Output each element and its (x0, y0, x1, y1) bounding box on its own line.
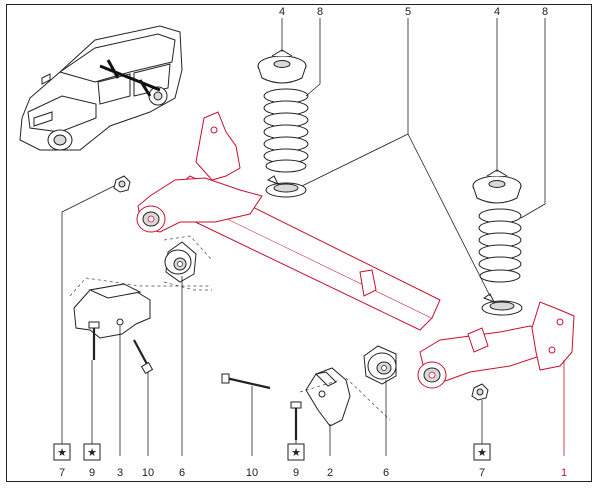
bolt-9-left (88, 321, 100, 360)
callout-6-right: 6 (383, 467, 389, 479)
leader-lines (61, 18, 565, 456)
callout-1: 1 (561, 467, 567, 479)
station-wagon-car-icon (19, 25, 183, 151)
callout-4-left: 4 (279, 6, 285, 18)
star-marker-7-left: ★ (53, 443, 71, 461)
callout-9-right: 9 (293, 467, 299, 479)
spring-insulator-lower-left (265, 175, 307, 198)
bolt-10-right (221, 373, 271, 390)
callout-7-right: 7 (479, 467, 485, 479)
callout-4-right: 4 (494, 6, 500, 18)
star-marker-9-right: ★ (287, 443, 305, 461)
mounting-bracket-right (299, 367, 391, 427)
star-icon: ★ (87, 447, 97, 459)
axle-bushing-right (363, 345, 397, 385)
callout-2: 2 (327, 467, 333, 479)
star-icon: ★ (57, 447, 67, 459)
callout-8-right: 8 (542, 6, 548, 18)
star-icon: ★ (291, 447, 301, 459)
callout-3: 3 (117, 467, 123, 479)
coil-spring-left (263, 88, 309, 173)
axle-bushing-left (163, 235, 213, 291)
coil-spring-right (478, 208, 522, 283)
nut-7-left (113, 175, 131, 193)
bottom-callouts: 7 9 3 10 6 10 9 2 6 7 1 (59, 467, 567, 479)
nut-7-right (471, 383, 489, 401)
spring-seat-upper-right (472, 169, 522, 204)
star-icon: ★ (477, 447, 487, 459)
mounting-bracket-left (69, 277, 210, 339)
diagram-frame (6, 4, 592, 482)
star-marker-9-left: ★ (83, 443, 101, 461)
star-marker-7-right: ★ (473, 443, 491, 461)
spring-insulator-lower-right (481, 293, 523, 316)
callout-6-left: 6 (179, 467, 185, 479)
callout-10-left: 10 (142, 467, 154, 479)
bolt-9-right (290, 401, 302, 440)
callout-9-left: 9 (89, 467, 95, 479)
vehicle-thumbnail (19, 25, 183, 151)
rear-axle-beam (136, 111, 575, 389)
callout-8-left: 8 (317, 6, 323, 18)
callout-10-right: 10 (246, 467, 258, 479)
callout-7-left: 7 (59, 467, 65, 479)
callout-5: 5 (405, 6, 411, 18)
bolt-10-left (133, 339, 154, 375)
spring-seat-upper-left (257, 49, 307, 84)
top-callouts: 4 8 5 4 8 (279, 6, 548, 18)
